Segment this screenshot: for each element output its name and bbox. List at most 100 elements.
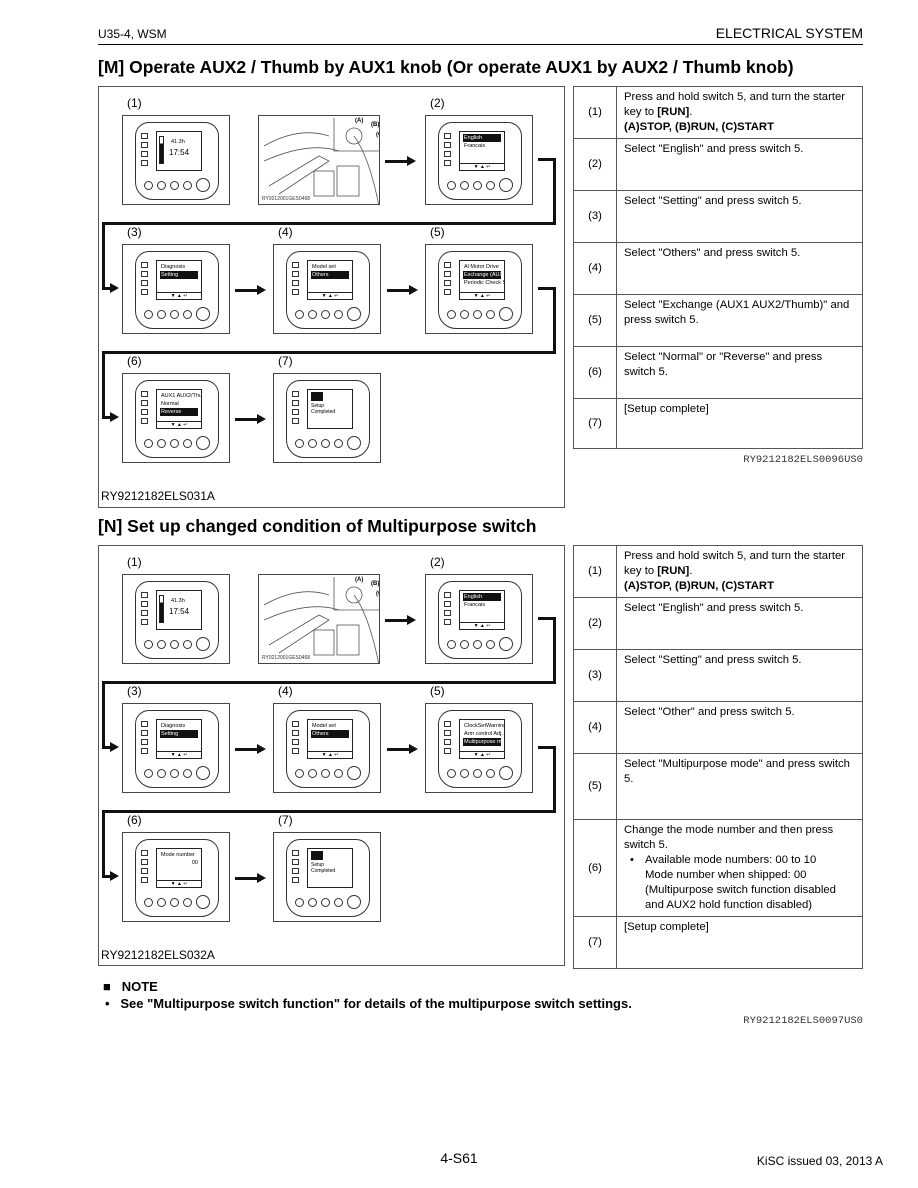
flow-connector — [102, 351, 105, 418]
switch-3[interactable] — [321, 768, 330, 778]
menu-item: Multipurpose mode — [463, 738, 505, 746]
switch-5[interactable] — [499, 178, 513, 192]
switch-1[interactable] — [447, 180, 456, 190]
switch-2[interactable] — [460, 768, 469, 778]
step-label: (4) — [278, 225, 293, 239]
page-number: 4-S61 — [440, 1150, 478, 1166]
switch-5[interactable] — [499, 637, 513, 651]
mode-info-text: Available mode numbers: 00 to 10 — [645, 854, 817, 866]
switch-5[interactable] — [347, 895, 361, 909]
step-description: Select "Other" and press switch 5. — [616, 701, 863, 754]
switch-2[interactable] — [157, 438, 166, 448]
switch-5[interactable] — [196, 307, 210, 321]
switch-3[interactable] — [170, 639, 179, 649]
switch-5[interactable] — [196, 436, 210, 450]
switch-1[interactable] — [144, 897, 153, 907]
switch-3[interactable] — [473, 639, 482, 649]
switch-3[interactable] — [170, 180, 179, 190]
note-title: NOTE — [121, 979, 158, 994]
switch-1[interactable] — [295, 897, 304, 907]
switch-2[interactable] — [308, 897, 317, 907]
switch-2[interactable] — [157, 897, 166, 907]
switch-5[interactable] — [347, 307, 361, 321]
switch-4[interactable] — [183, 309, 192, 319]
step-label: (6) — [127, 813, 142, 827]
switch-1[interactable] — [447, 768, 456, 778]
switch-1[interactable] — [295, 438, 304, 448]
switch-5[interactable] — [196, 637, 210, 651]
switch-4[interactable] — [486, 180, 495, 190]
switch-4[interactable] — [486, 768, 495, 778]
step-description: Select "English" and press switch 5. — [616, 597, 863, 650]
switch-row — [293, 306, 363, 322]
switch-4[interactable] — [183, 897, 192, 907]
switch-4[interactable] — [334, 438, 343, 448]
switch-3[interactable] — [473, 309, 482, 319]
warning-icon — [141, 418, 148, 424]
switch-2[interactable] — [308, 768, 317, 778]
switch-4[interactable] — [334, 768, 343, 778]
switch-1[interactable] — [295, 768, 304, 778]
switch-2[interactable] — [157, 309, 166, 319]
switch-4[interactable] — [183, 768, 192, 778]
switch-2[interactable] — [460, 180, 469, 190]
switch-2[interactable] — [157, 180, 166, 190]
switch-2[interactable] — [308, 309, 317, 319]
switch-2[interactable] — [157, 639, 166, 649]
warning-icon — [292, 730, 299, 736]
switch-2[interactable] — [308, 438, 317, 448]
switch-5[interactable] — [196, 766, 210, 780]
step-description: Change the mode number and then press sw… — [616, 819, 863, 917]
switch-5[interactable] — [499, 307, 513, 321]
warning-icon — [141, 739, 148, 745]
warning-icon — [292, 400, 299, 406]
key-switch-photo: (A)(B)(C)RY9212001GES0468 — [258, 115, 380, 205]
flow-arrow — [385, 615, 416, 625]
switch-5[interactable] — [196, 178, 210, 192]
step-label: (5) — [430, 225, 445, 239]
switch-5[interactable] — [499, 766, 513, 780]
switch-5[interactable] — [347, 436, 361, 450]
switch-3[interactable] — [321, 309, 330, 319]
step-number: (3) — [573, 190, 617, 243]
switch-1[interactable] — [144, 309, 153, 319]
switch-1[interactable] — [447, 639, 456, 649]
switch-5[interactable] — [347, 766, 361, 780]
switch-3[interactable] — [473, 768, 482, 778]
switch-4[interactable] — [183, 180, 192, 190]
switch-1[interactable] — [144, 180, 153, 190]
menu-item: ClockSetWarning — [464, 723, 505, 729]
switch-3[interactable] — [321, 897, 330, 907]
switch-4[interactable] — [486, 309, 495, 319]
switch-4[interactable] — [334, 897, 343, 907]
switch-3[interactable] — [473, 180, 482, 190]
step-description: Press and hold switch 5, and turn the st… — [616, 86, 863, 139]
switch-1[interactable] — [144, 639, 153, 649]
switch-3[interactable] — [170, 438, 179, 448]
switch-4[interactable] — [183, 438, 192, 448]
switch-4[interactable] — [486, 639, 495, 649]
step-label: (1) — [127, 555, 142, 569]
switch-1[interactable] — [295, 309, 304, 319]
switch-3[interactable] — [321, 438, 330, 448]
switch-2[interactable] — [460, 639, 469, 649]
switch-5[interactable] — [196, 895, 210, 909]
key-position-label: (A) — [355, 577, 364, 583]
switch-3[interactable] — [170, 768, 179, 778]
switch-3[interactable] — [170, 309, 179, 319]
switch-3[interactable] — [170, 897, 179, 907]
switch-1[interactable] — [144, 768, 153, 778]
switch-2[interactable] — [157, 768, 166, 778]
soft-keys-bar: ▼ ▲ ↵ — [308, 751, 352, 758]
switch-2[interactable] — [460, 309, 469, 319]
soft-keys-bar: ▼ ▲ ↵ — [460, 292, 504, 299]
switch-1[interactable] — [447, 309, 456, 319]
switch-4[interactable] — [183, 639, 192, 649]
switch-4[interactable] — [334, 309, 343, 319]
warning-icon — [292, 409, 299, 415]
setup-completed-text: Setup Completed — [311, 403, 336, 415]
step-label: (6) — [127, 354, 142, 368]
switch-1[interactable] — [144, 438, 153, 448]
